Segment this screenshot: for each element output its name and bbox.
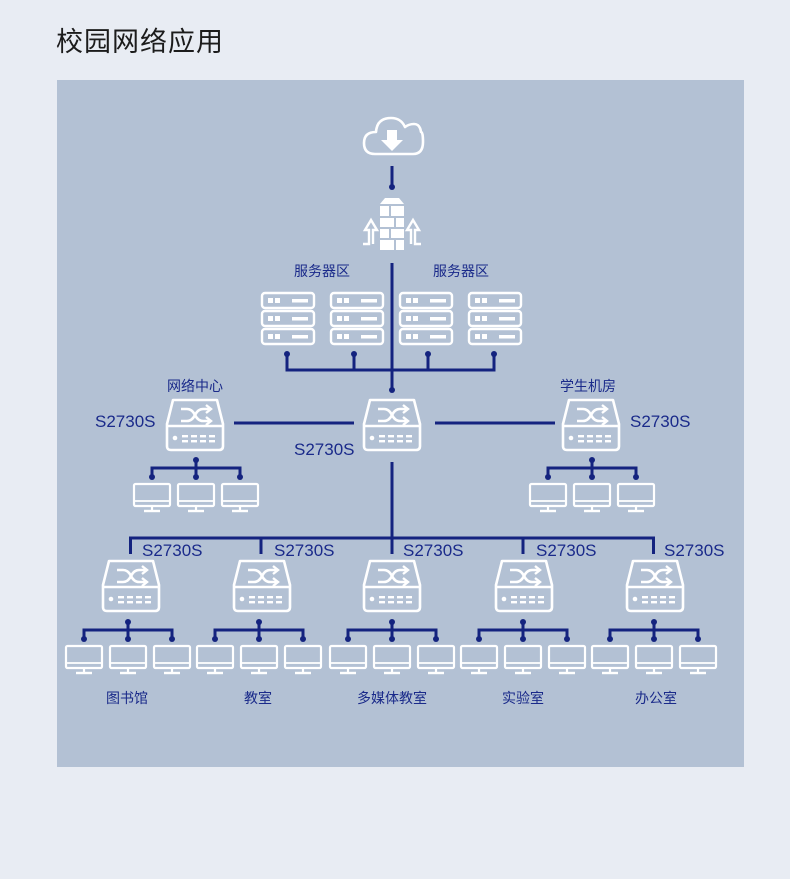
monitor-group <box>592 619 716 673</box>
monitor-group <box>134 457 258 511</box>
switch-icon <box>494 559 554 613</box>
server-icon <box>260 291 316 346</box>
server-zone-label-right: 服务器区 <box>433 264 489 280</box>
network-diagram-panel: 服务器区 服务器区 网络中心 学生机房 S2730S S2730S S2730S… <box>57 80 744 767</box>
cloud-download-icon <box>362 116 425 156</box>
monitor-group <box>530 457 654 511</box>
model-label: S2730S <box>536 541 597 560</box>
monitor-group <box>330 619 454 673</box>
server-icon <box>467 291 523 346</box>
switch-icon <box>561 398 621 452</box>
endpoint-label-library: 图书馆 <box>106 691 148 707</box>
model-label: S2730S <box>664 541 725 560</box>
model-label: S2730S <box>294 440 355 459</box>
switch-icon <box>362 398 422 452</box>
monitor-group <box>197 619 321 673</box>
endpoint-label-multimedia-classroom: 多媒体教室 <box>357 690 427 707</box>
model-label: S2730S <box>274 541 335 560</box>
endpoint-label-office: 办公室 <box>635 690 677 707</box>
distribution-bus <box>129 462 655 554</box>
server-bus <box>284 263 497 393</box>
monitor-group <box>66 619 190 673</box>
firewall-icon <box>362 198 422 250</box>
model-label: S2730S <box>630 412 691 431</box>
switch-icon <box>232 559 292 613</box>
server-icon <box>398 291 454 346</box>
student-lab-label: 学生机房 <box>560 379 616 395</box>
switch-icon <box>101 559 161 613</box>
endpoint-label-laboratory: 实验室 <box>502 690 544 707</box>
model-label: S2730S <box>403 541 464 560</box>
network-diagram: 服务器区 服务器区 网络中心 学生机房 S2730S S2730S S2730S… <box>57 116 725 707</box>
page-title: 校园网络应用 <box>56 27 224 58</box>
network-center-label: 网络中心 <box>167 379 223 395</box>
endpoint-label-classroom: 教室 <box>244 690 272 707</box>
monitor-group <box>461 619 585 673</box>
model-label: S2730S <box>95 412 156 431</box>
server-icon <box>329 291 385 346</box>
switch-icon <box>362 559 422 613</box>
switch-icon <box>625 559 685 613</box>
server-zone-label-left: 服务器区 <box>294 264 350 280</box>
switch-icon <box>165 398 225 452</box>
model-label: S2730S <box>142 541 203 560</box>
